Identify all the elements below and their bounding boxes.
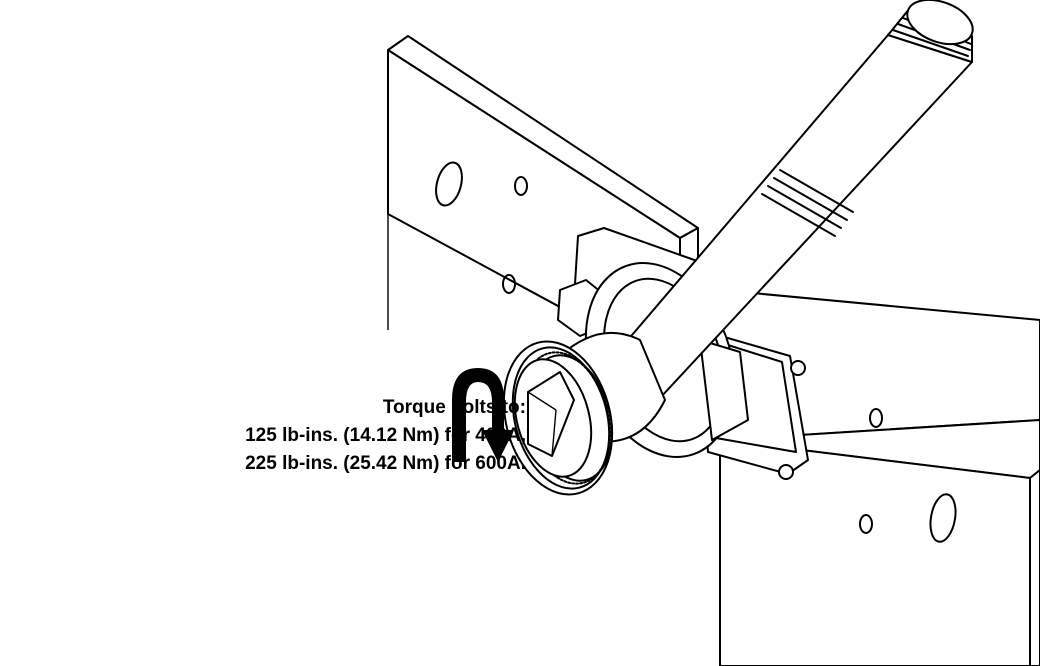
callout-heading: Torque bolts to: [382, 397, 526, 418]
callout-spec-600a: 225 lb-ins. (25.42 Nm) for 600A. [245, 453, 526, 474]
callout-spec-400a: 125 lb-ins. (14.12 Nm) for 400A, [245, 425, 526, 446]
lower-busbar-plate [719, 289, 1040, 666]
clamp-eye [502, 340, 614, 496]
rotation-arrow-icon [452, 368, 514, 462]
torque-callout: Torque bolts to: 125 lb-ins. (14.12 Nm) … [245, 394, 526, 478]
